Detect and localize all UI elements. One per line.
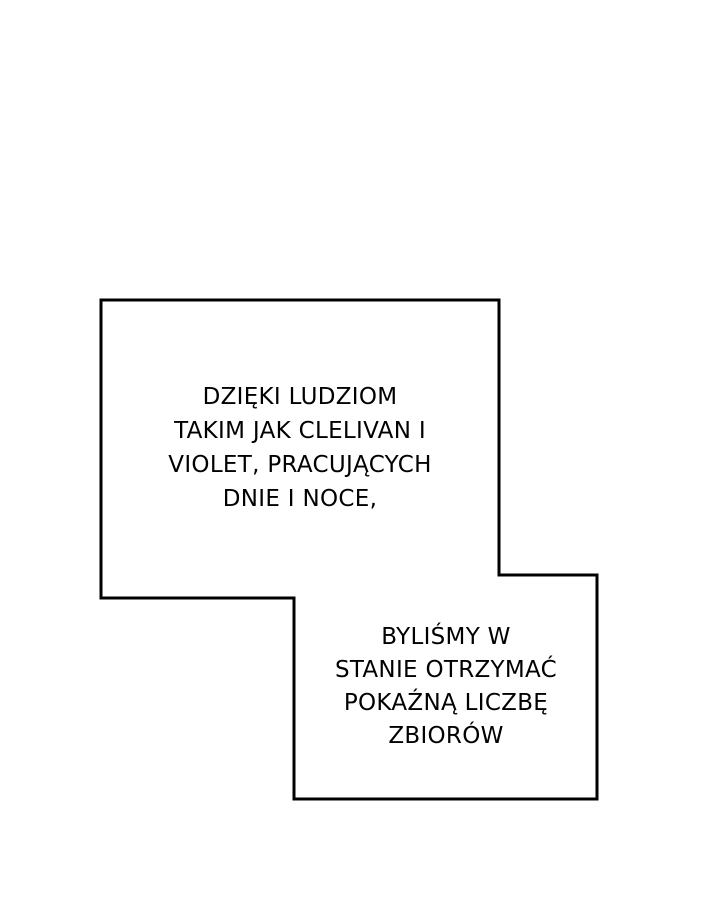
- caption-box-border: [99, 298, 599, 801]
- caption-text-1: DZIĘKI LUDZIOM TAKIM JAK CLELIVAN I VIOL…: [168, 384, 432, 512]
- caption-text-2: BYLIŚMY W STANIE OTRZYMAĆ POKAŹNĄ LICZBĘ…: [334, 624, 558, 749]
